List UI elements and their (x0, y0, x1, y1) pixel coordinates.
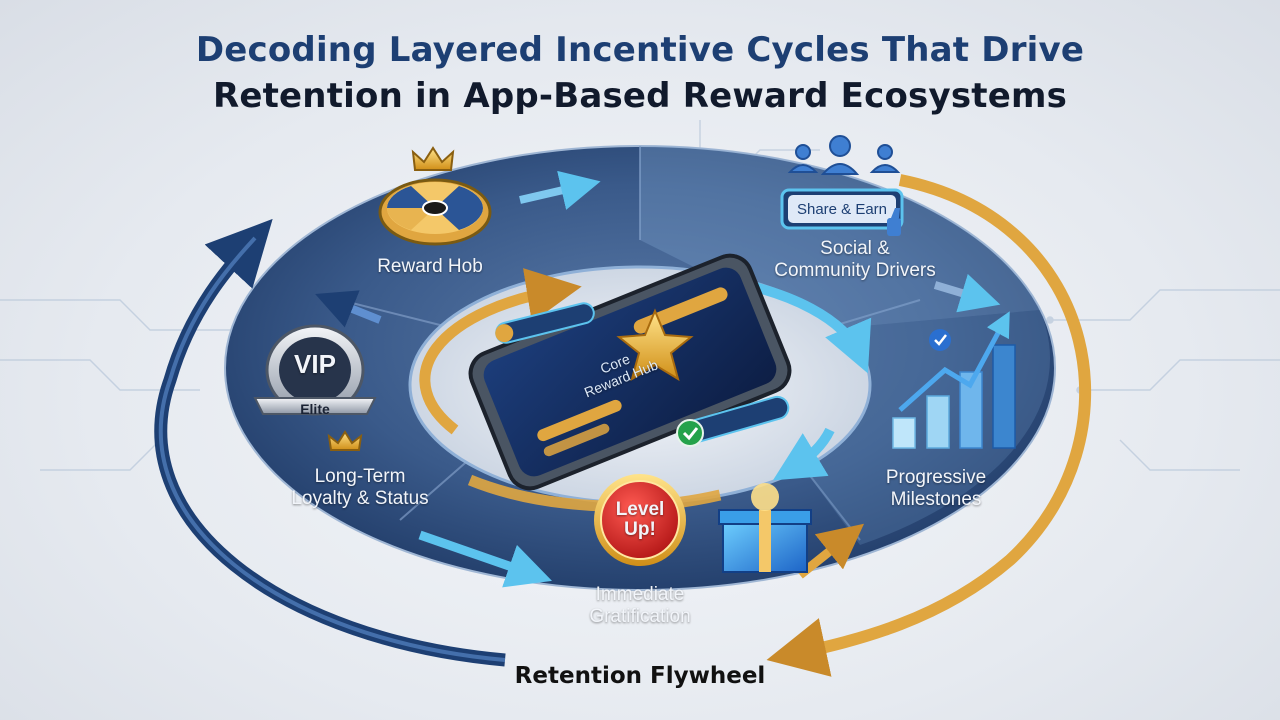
incentive-pill-left (495, 302, 595, 344)
social-label-line-1: Social & (820, 238, 890, 259)
arrow-left (315, 290, 382, 328)
arrow-top (519, 170, 601, 210)
crown-small-icon (327, 430, 363, 451)
arrow-bottom-left (418, 530, 553, 588)
loyalty-label-line-1: Long-Term (314, 466, 406, 487)
star-icon (616, 308, 694, 382)
reward-wheel-icon (378, 178, 492, 246)
phone-device (468, 253, 792, 491)
flywheel-label: Retention Flywheel (514, 663, 766, 689)
gratification-label-line-2: Gratification (589, 606, 691, 627)
crown-icon (411, 146, 455, 171)
inner-sky-arrow-2 (772, 427, 835, 481)
vip-shield-icon (253, 324, 377, 416)
loyalty-label: Long-Term Loyalty & Status (270, 466, 450, 510)
gratification-label-line-1: Immediate (595, 584, 685, 605)
milestone-bars-icon (892, 311, 1016, 449)
inner-gold-arrow-bottom (467, 474, 722, 512)
arrow-bottom-right (797, 523, 865, 579)
milestones-label: Progressive Milestones (856, 467, 1016, 511)
elite-text: Elite (300, 401, 330, 417)
people-icon (787, 135, 901, 175)
social-label: Social & Community Drivers (760, 238, 950, 282)
reward-hub-label: Reward Hob (377, 256, 483, 277)
level-up-badge (594, 474, 686, 566)
inner-gold-arrow (419, 268, 582, 435)
social-label-line-2: Community Drivers (774, 260, 936, 281)
gift-box-icon (718, 483, 812, 573)
gratification-label: Immediate Gratification (560, 584, 720, 628)
milestones-label-line-2: Milestones (890, 489, 982, 510)
level-up-text: Level Up! (600, 500, 680, 540)
check-icon (676, 419, 704, 447)
share-earn-button (780, 188, 904, 230)
loyalty-label-line-2: Loyalty & Status (291, 488, 429, 509)
outer-gold-arrow (766, 174, 1092, 677)
share-earn-label: Share & Earn (796, 201, 888, 218)
milestones-label-line-1: Progressive (885, 467, 987, 488)
level-up-line-2: Up! (624, 519, 656, 540)
vip-text: VIP (294, 349, 336, 379)
arrow-right (933, 273, 1001, 313)
thumbs-up-icon (887, 208, 901, 236)
title-line-2: Retention in App-Based Reward Ecosystems (212, 76, 1068, 116)
level-up-line-1: Level (615, 499, 665, 520)
title-line-1: Decoding Layered Incentive Cycles That D… (195, 30, 1085, 70)
